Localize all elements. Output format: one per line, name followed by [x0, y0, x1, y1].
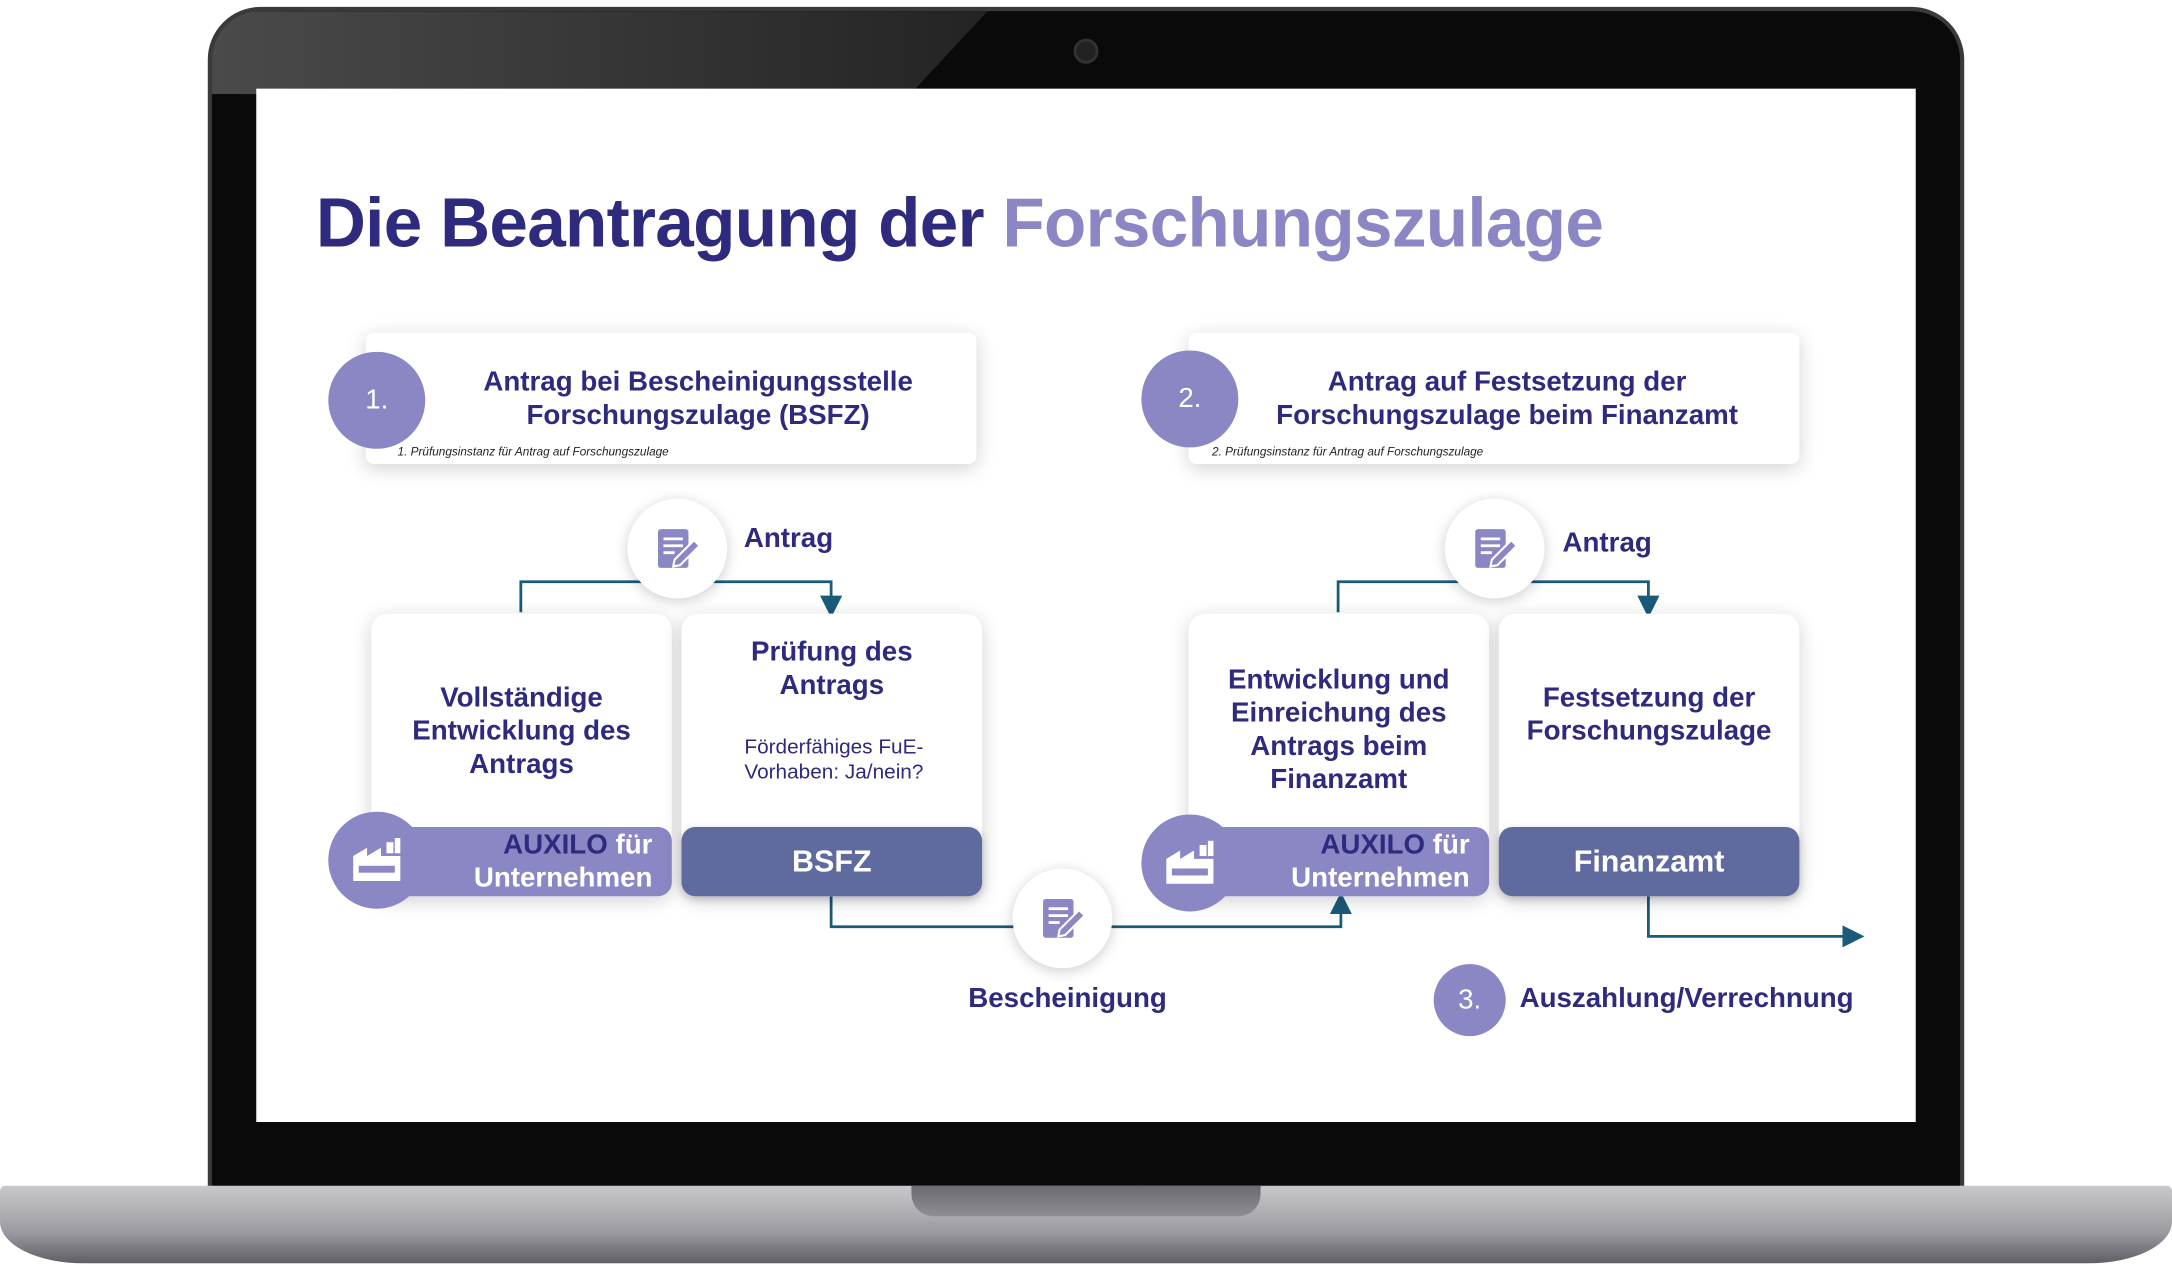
- step3-title: Auszahlung/Verrechnung: [1519, 983, 1854, 1014]
- auxilo-brand: AUXILO: [1320, 829, 1426, 861]
- antrag-label-1: Antrag: [743, 523, 834, 555]
- step2-header: Antrag auf Festsetzung der Forschungszul…: [1188, 332, 1800, 465]
- auxilo-unternehmen: Unternehmen: [1291, 862, 1470, 894]
- antrag-label-2: Antrag: [1562, 527, 1652, 559]
- step2-number: 2.: [1141, 350, 1239, 448]
- factory-icon: [1141, 814, 1239, 912]
- step1-number: 1.: [328, 351, 426, 449]
- auxilo-fuer: für: [1432, 829, 1470, 861]
- certificate-label: Bescheinigung: [968, 983, 1167, 1014]
- card1-text: Vollständige Entwicklung des Antrags: [412, 682, 631, 780]
- auxilo-brand: AUXILO: [503, 829, 608, 861]
- step1-header: Antrag bei Bescheinigungsstelle Forschun…: [365, 332, 977, 465]
- bsfz-bar: BSFZ: [681, 826, 983, 897]
- factory-icon: [328, 811, 426, 909]
- step1-title: Antrag bei Bescheinigungsstelle Forschun…: [483, 367, 913, 431]
- finanzamt-bar: Finanzamt: [1498, 826, 1800, 897]
- step2-note: 2. Prüfungsinstanz für Antrag auf Forsch…: [1212, 444, 1484, 459]
- title-part1: Die Beantragung der: [315, 184, 985, 262]
- card3-text: Entwicklung und Einreichung des Antrags …: [1227, 664, 1450, 796]
- laptop-notch: [911, 1185, 1261, 1217]
- step1-note: 1. Prüfungsinstanz für Antrag auf Forsch…: [397, 444, 669, 459]
- card2-title: Prüfung des Antrags: [750, 637, 913, 701]
- auxilo-fuer: für: [615, 829, 653, 861]
- auxilo-unternehmen: Unternehmen: [473, 862, 653, 894]
- slide-title: Die Beantragung der Forschungszulage: [315, 183, 1604, 263]
- camera-icon: [1073, 38, 1099, 64]
- certificate-icon: [1012, 868, 1113, 969]
- document-edit-icon: [1444, 498, 1545, 599]
- card2-sub: Förderfähiges FuE-Vorhaben: Ja/nein?: [744, 735, 924, 785]
- screen-glare: [211, 11, 988, 95]
- title-part2: Forschungszulage: [1002, 184, 1604, 262]
- card4-text: Festsetzung der Forschungszulage: [1526, 682, 1772, 747]
- card-pruefung: Prüfung des Antrags Förderfähiges FuE-Vo…: [681, 613, 983, 897]
- card-einreichung-finanzamt: Entwicklung und Einreichung des Antrags …: [1188, 613, 1490, 897]
- step2-title: Antrag auf Festsetzung der Forschungszul…: [1276, 367, 1738, 431]
- step3-number: 3.: [1433, 964, 1506, 1037]
- card-festsetzung: Festsetzung der Forschungszulage Finanza…: [1498, 613, 1800, 897]
- document-edit-icon: [627, 498, 728, 599]
